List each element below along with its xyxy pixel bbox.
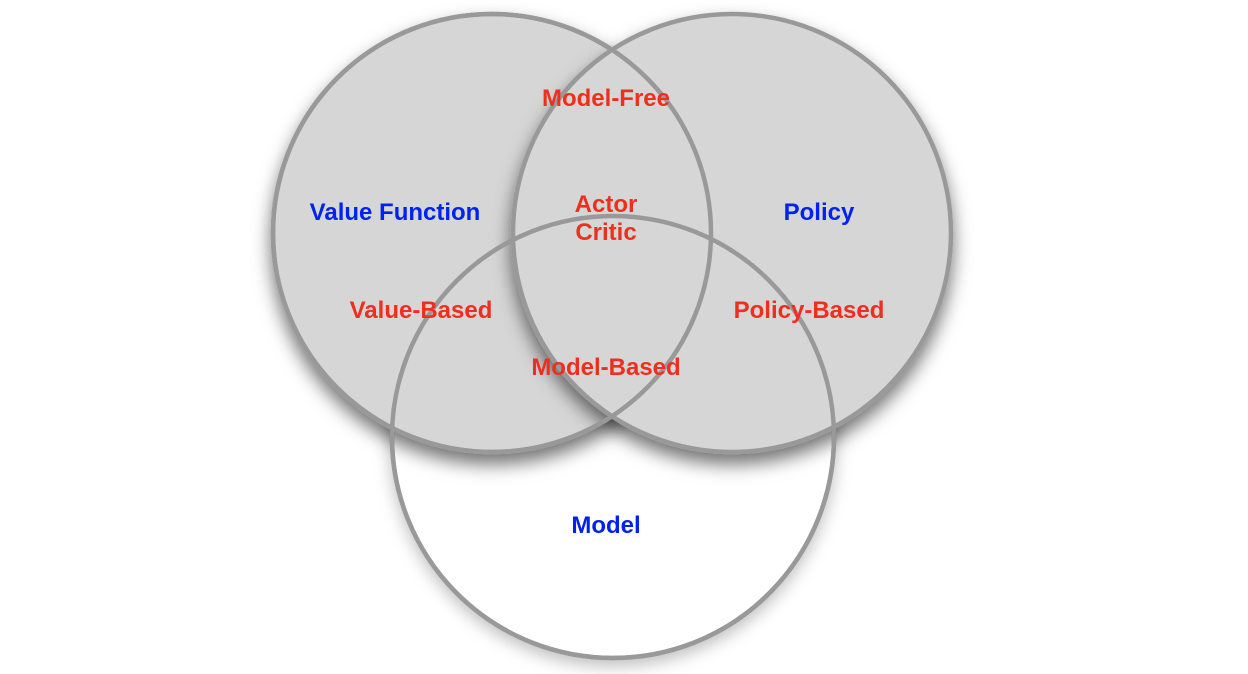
policy-label: Policy (784, 199, 855, 226)
value-function-label: Value Function (310, 199, 481, 226)
policy-based-label: Policy-Based (734, 297, 885, 324)
policy-circle (510, 11, 954, 455)
model-outline (389, 213, 837, 661)
value-based-label: Value-Based (350, 297, 493, 324)
value-function-outline (270, 11, 714, 455)
model-based-label: Model-Based (531, 354, 680, 381)
model-label: Model (571, 512, 640, 539)
model-free-label: Model-Free (542, 85, 670, 112)
actor-critic-label-line1: Actor (575, 191, 638, 218)
actor-critic-label-line2: Critic (575, 219, 636, 246)
